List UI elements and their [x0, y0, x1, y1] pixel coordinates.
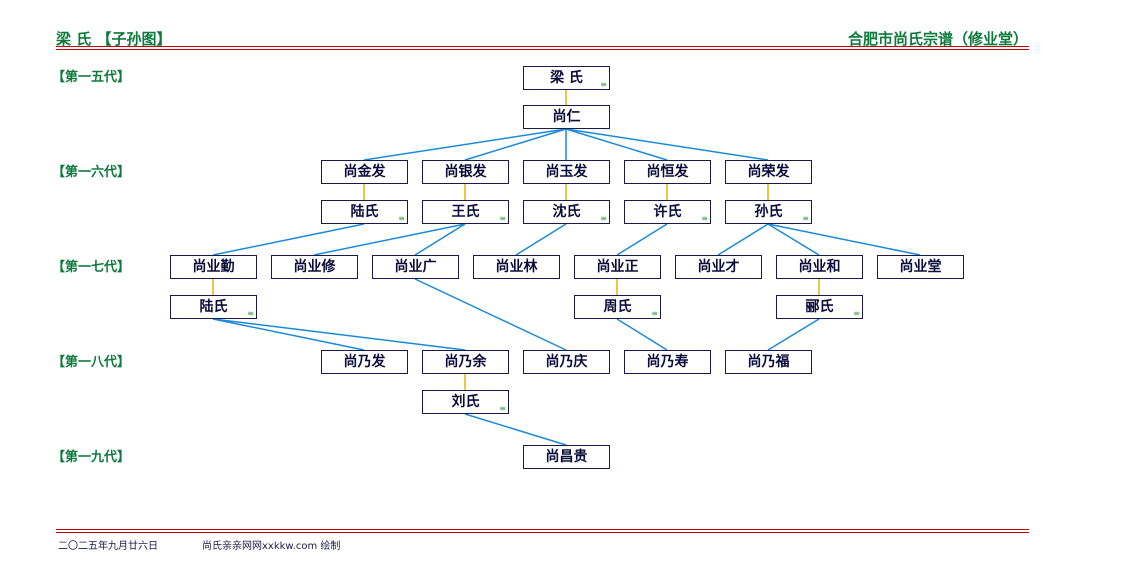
page-title: 梁 氏 【子孙图】 — [56, 30, 172, 48]
spouse-node-lu-2[interactable]: 陆氏≡ — [170, 295, 257, 319]
descent-link — [414, 278, 567, 351]
spouse-node-lu-1[interactable]: 陆氏≡ — [321, 200, 408, 224]
descent-link — [313, 223, 466, 256]
spouse-mark: ≡ — [701, 214, 708, 223]
person-node-changgui[interactable]: 尚昌贵 — [523, 445, 610, 469]
descent-link — [767, 318, 820, 351]
person-node-shangren[interactable]: 尚仁 — [523, 105, 610, 129]
generation-label-15: 【第一五代】 — [52, 70, 131, 85]
person-node-yezheng[interactable]: 尚业正 — [574, 255, 661, 279]
descent-link — [767, 223, 820, 256]
person-node-yelin[interactable]: 尚业林 — [473, 255, 560, 279]
person-node-yexiu[interactable]: 尚业修 — [271, 255, 358, 279]
person-node-liang[interactable]: 梁 氏≡ — [523, 66, 610, 90]
descent-link — [515, 223, 567, 256]
descent-link — [212, 318, 365, 351]
spouse-mark: ≡ — [600, 214, 607, 223]
generation-label-19: 【第一九代】 — [52, 450, 131, 465]
generation-label-16: 【第一六代】 — [52, 165, 131, 180]
person-node-naiyu[interactable]: 尚乃余 — [422, 350, 509, 374]
bottom-rule-1 — [56, 529, 1029, 530]
person-node-yeqin[interactable]: 尚业勤 — [170, 255, 257, 279]
person-node-yeguang[interactable]: 尚业广 — [372, 255, 459, 279]
footer-date: 二〇二五年九月廿六日 — [58, 541, 158, 552]
descent-link — [767, 223, 921, 256]
person-node-yehe[interactable]: 尚业和 — [776, 255, 863, 279]
spouse-mark: ≡ — [499, 214, 506, 223]
person-node-naifu[interactable]: 尚乃福 — [725, 350, 812, 374]
spouse-node-shen[interactable]: 沈氏≡ — [523, 200, 610, 224]
person-node-naifa[interactable]: 尚乃发 — [321, 350, 408, 374]
person-node-naiqing[interactable]: 尚乃庆 — [523, 350, 610, 374]
spouse-mark: ≡ — [499, 404, 506, 413]
genealogy-title: 合肥市尚氏宗谱（修业堂） — [847, 30, 1028, 48]
descent-link — [616, 223, 668, 256]
spouse-mark: ≡ — [651, 309, 658, 318]
spouse-node-zhou[interactable]: 周氏≡ — [574, 295, 661, 319]
descent-link — [414, 223, 466, 256]
person-node-yufa[interactable]: 尚玉发 — [523, 160, 610, 184]
descent-link — [717, 223, 769, 256]
descent-link — [464, 413, 567, 446]
descent-link — [363, 128, 567, 161]
top-rule-1 — [56, 46, 1029, 47]
descent-link — [212, 318, 466, 351]
spouse-node-li[interactable]: 郦氏≡ — [776, 295, 863, 319]
descent-link — [464, 128, 567, 161]
descent-link — [565, 128, 769, 161]
person-node-yecai[interactable]: 尚业才 — [675, 255, 762, 279]
spouse-node-sun[interactable]: 孙氏≡ — [725, 200, 812, 224]
descent-link — [565, 128, 668, 161]
spouse-mark: ≡ — [247, 309, 254, 318]
spouse-mark: ≡ — [600, 80, 607, 89]
person-node-yinfa[interactable]: 尚银发 — [422, 160, 509, 184]
descent-link — [616, 318, 668, 351]
person-node-naishou[interactable]: 尚乃寿 — [624, 350, 711, 374]
spouse-node-wang[interactable]: 王氏≡ — [422, 200, 509, 224]
spouse-mark: ≡ — [802, 214, 809, 223]
person-node-jinfa[interactable]: 尚金发 — [321, 160, 408, 184]
person-node-yetang[interactable]: 尚业堂 — [877, 255, 964, 279]
top-rule-2 — [56, 49, 1029, 50]
spouse-node-xu[interactable]: 许氏≡ — [624, 200, 711, 224]
spouse-node-liu[interactable]: 刘氏≡ — [422, 390, 509, 414]
person-node-hengfa[interactable]: 尚恒发 — [624, 160, 711, 184]
spouse-mark: ≡ — [398, 214, 405, 223]
bottom-rule-2 — [56, 532, 1029, 533]
person-node-rongfa[interactable]: 尚荣发 — [725, 160, 812, 184]
footer-credit: 尚氏亲亲网网xxkkw.com 绘制 — [202, 541, 341, 552]
generation-label-17: 【第一七代】 — [52, 260, 131, 275]
spouse-mark: ≡ — [853, 309, 860, 318]
descent-link — [212, 223, 365, 256]
generation-label-18: 【第一八代】 — [52, 355, 131, 370]
